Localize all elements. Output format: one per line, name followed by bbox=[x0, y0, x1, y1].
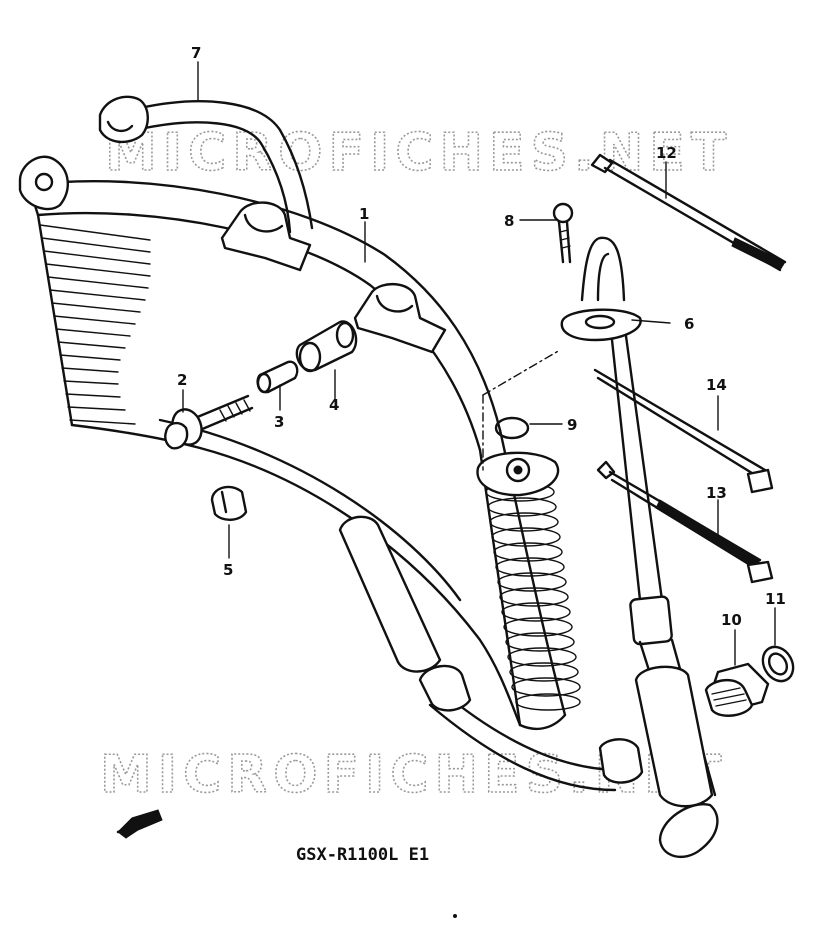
callout-3: 3 bbox=[274, 413, 284, 431]
cable-tie-part-13 bbox=[596, 460, 774, 584]
stray-dot bbox=[453, 914, 457, 918]
callout-2: 2 bbox=[177, 371, 187, 389]
cable-tie-part-12 bbox=[590, 153, 787, 272]
callout-10: 10 bbox=[721, 611, 742, 629]
callout-14: 14 bbox=[706, 376, 727, 394]
screw-part-8 bbox=[552, 202, 574, 264]
gasket-part-11 bbox=[761, 645, 795, 683]
grommet-part-4 bbox=[295, 320, 358, 373]
upper-oil-hose bbox=[98, 95, 314, 234]
callout-labels: 7 1 2 3 4 5 6 8 9 10 11 12 13 14 bbox=[177, 44, 786, 629]
front-direction-arrow-icon bbox=[116, 809, 163, 839]
bolt-part-2 bbox=[164, 394, 254, 450]
collar-part-3 bbox=[256, 360, 299, 394]
callout-4: 4 bbox=[329, 396, 339, 414]
oil-cooler bbox=[18, 155, 581, 731]
callout-12: 12 bbox=[656, 144, 677, 162]
cooler-fins-left bbox=[39, 224, 151, 425]
callout-11: 11 bbox=[765, 590, 786, 608]
callout-8: 8 bbox=[504, 212, 514, 230]
watermark-top: MICROFICHES.NET bbox=[105, 123, 732, 183]
cable-tie-part-14 bbox=[593, 368, 774, 494]
callout-13: 13 bbox=[706, 484, 727, 502]
callout-1: 1 bbox=[359, 205, 369, 223]
union-bolt-part-10 bbox=[704, 662, 770, 717]
cooler-fins-right bbox=[485, 482, 581, 711]
lower-oil-hose bbox=[560, 236, 719, 859]
callout-6: 6 bbox=[684, 315, 694, 333]
o-ring-part-9 bbox=[494, 416, 530, 440]
callout-9: 9 bbox=[567, 416, 577, 434]
assembly-guide-lines bbox=[482, 349, 561, 471]
callout-7: 7 bbox=[191, 44, 201, 62]
clip-part-5 bbox=[210, 485, 248, 521]
callout-5: 5 bbox=[223, 561, 233, 579]
model-label: GSX-R1100L E1 bbox=[296, 845, 429, 865]
leader-lines bbox=[182, 61, 776, 666]
cooler-outlet-hose bbox=[338, 515, 644, 792]
